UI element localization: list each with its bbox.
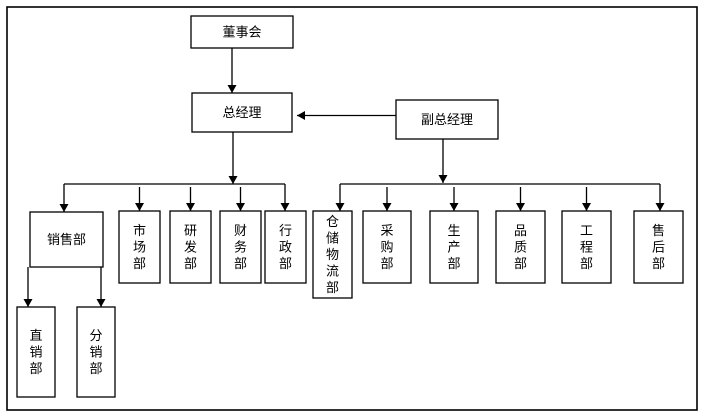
node-label: 副总经理 <box>421 112 473 127</box>
diagram-outer-frame <box>6 6 698 411</box>
node-label-char: 程 <box>580 239 593 254</box>
arrow-head-left <box>297 111 305 120</box>
node-label-char: 流 <box>326 263 339 278</box>
arrow-head-down <box>280 203 290 211</box>
node-label-char: 售 <box>652 223 665 238</box>
arrow-head-down <box>449 203 459 211</box>
node-box[interactable] <box>362 210 412 284</box>
node-label-char: 部 <box>89 361 102 376</box>
node-layer: 董事会总经理副总经理销售部直销部分销部市场部研发部财务部行政部仓储物流部采购部生… <box>16 15 684 398</box>
node-label-char: 产 <box>447 239 460 254</box>
node-label: 销售部 <box>47 232 86 247</box>
node-rnd[interactable]: 研发部 <box>169 210 212 284</box>
node-label-char: 部 <box>652 256 665 271</box>
arrow-head-down <box>23 299 33 307</box>
node-label-char: 购 <box>380 239 393 254</box>
node-engineering[interactable]: 工程部 <box>561 210 612 284</box>
node-label-char: 部 <box>447 256 460 271</box>
node-marketing[interactable]: 市场部 <box>118 210 161 284</box>
node-label-char: 分 <box>89 328 102 343</box>
node-sales[interactable]: 销售部 <box>29 211 104 268</box>
arrow-head-down <box>582 203 591 211</box>
node-label-char: 部 <box>279 256 292 271</box>
node-label-char: 发 <box>184 239 197 254</box>
arrow-head-down <box>382 203 392 211</box>
arrow-head-down <box>236 203 245 211</box>
node-label-char: 销 <box>29 344 42 359</box>
node-label-char: 直 <box>29 328 42 343</box>
node-label-char: 储 <box>326 230 339 245</box>
node-box[interactable] <box>76 306 116 398</box>
node-finance[interactable]: 财务部 <box>219 210 262 284</box>
node-box[interactable] <box>395 99 499 140</box>
node-administration[interactable]: 行政部 <box>264 210 307 284</box>
node-label-char: 部 <box>234 256 247 271</box>
arrow-head-down <box>438 175 448 183</box>
node-label-char: 后 <box>652 239 665 254</box>
node-board[interactable]: 董事会 <box>190 15 294 49</box>
node-box[interactable] <box>190 15 294 49</box>
connector-layer <box>23 48 665 307</box>
arrow-head-down <box>655 203 665 211</box>
node-quality[interactable]: 品质部 <box>495 210 546 284</box>
arrow-head-down <box>516 203 525 211</box>
node-box[interactable] <box>312 210 353 299</box>
node-deputy-general-manager[interactable]: 副总经理 <box>395 99 499 140</box>
node-general-manager[interactable]: 总经理 <box>191 92 293 133</box>
arrow-head-down <box>186 203 195 211</box>
node-box[interactable] <box>219 210 262 284</box>
node-label-char: 部 <box>29 361 42 376</box>
node-direct-sales[interactable]: 直销部 <box>16 306 56 398</box>
node-label-char: 场 <box>133 239 146 254</box>
node-label: 总经理 <box>222 105 261 120</box>
node-label-char: 品 <box>514 223 527 238</box>
node-label-char: 行 <box>279 223 292 238</box>
node-procurement[interactable]: 采购部 <box>362 210 412 284</box>
node-label-char: 物 <box>326 247 339 262</box>
node-label-char: 政 <box>279 239 292 254</box>
arrow-head-down <box>135 203 144 211</box>
arrow-head-down <box>228 176 238 184</box>
node-label-char: 部 <box>326 280 339 295</box>
arrow-head-down <box>335 203 345 211</box>
arrow-head-down <box>59 204 69 212</box>
node-box[interactable] <box>429 210 479 284</box>
node-label-char: 市 <box>133 223 146 238</box>
node-after-sales[interactable]: 售后部 <box>633 210 684 284</box>
node-distribution[interactable]: 分销部 <box>76 306 116 398</box>
node-box[interactable] <box>495 210 546 284</box>
node-box[interactable] <box>561 210 612 284</box>
arrow-head-down <box>227 85 237 93</box>
node-label-char: 务 <box>234 239 247 254</box>
node-label-char: 部 <box>380 256 393 271</box>
node-box[interactable] <box>191 92 293 133</box>
arrow-head-down <box>96 299 106 307</box>
node-label-char: 工 <box>580 223 593 238</box>
node-label-char: 研 <box>184 223 197 238</box>
node-box[interactable] <box>264 210 307 284</box>
node-label-char: 部 <box>514 256 527 271</box>
node-box[interactable] <box>118 210 161 284</box>
node-label-char: 部 <box>580 256 593 271</box>
node-label: 董事会 <box>222 24 261 39</box>
node-box[interactable] <box>169 210 212 284</box>
node-label-char: 部 <box>133 256 146 271</box>
node-box[interactable] <box>29 211 104 268</box>
node-label-char: 采 <box>380 223 393 238</box>
node-label-char: 销 <box>89 344 102 359</box>
node-label-char: 仓 <box>326 214 339 229</box>
node-production[interactable]: 生产部 <box>429 210 479 284</box>
node-label-char: 生 <box>447 223 460 238</box>
node-box[interactable] <box>16 306 56 398</box>
node-box[interactable] <box>633 210 684 284</box>
node-label-char: 质 <box>514 239 527 254</box>
node-label-char: 部 <box>184 256 197 271</box>
node-label-char: 财 <box>234 223 247 238</box>
